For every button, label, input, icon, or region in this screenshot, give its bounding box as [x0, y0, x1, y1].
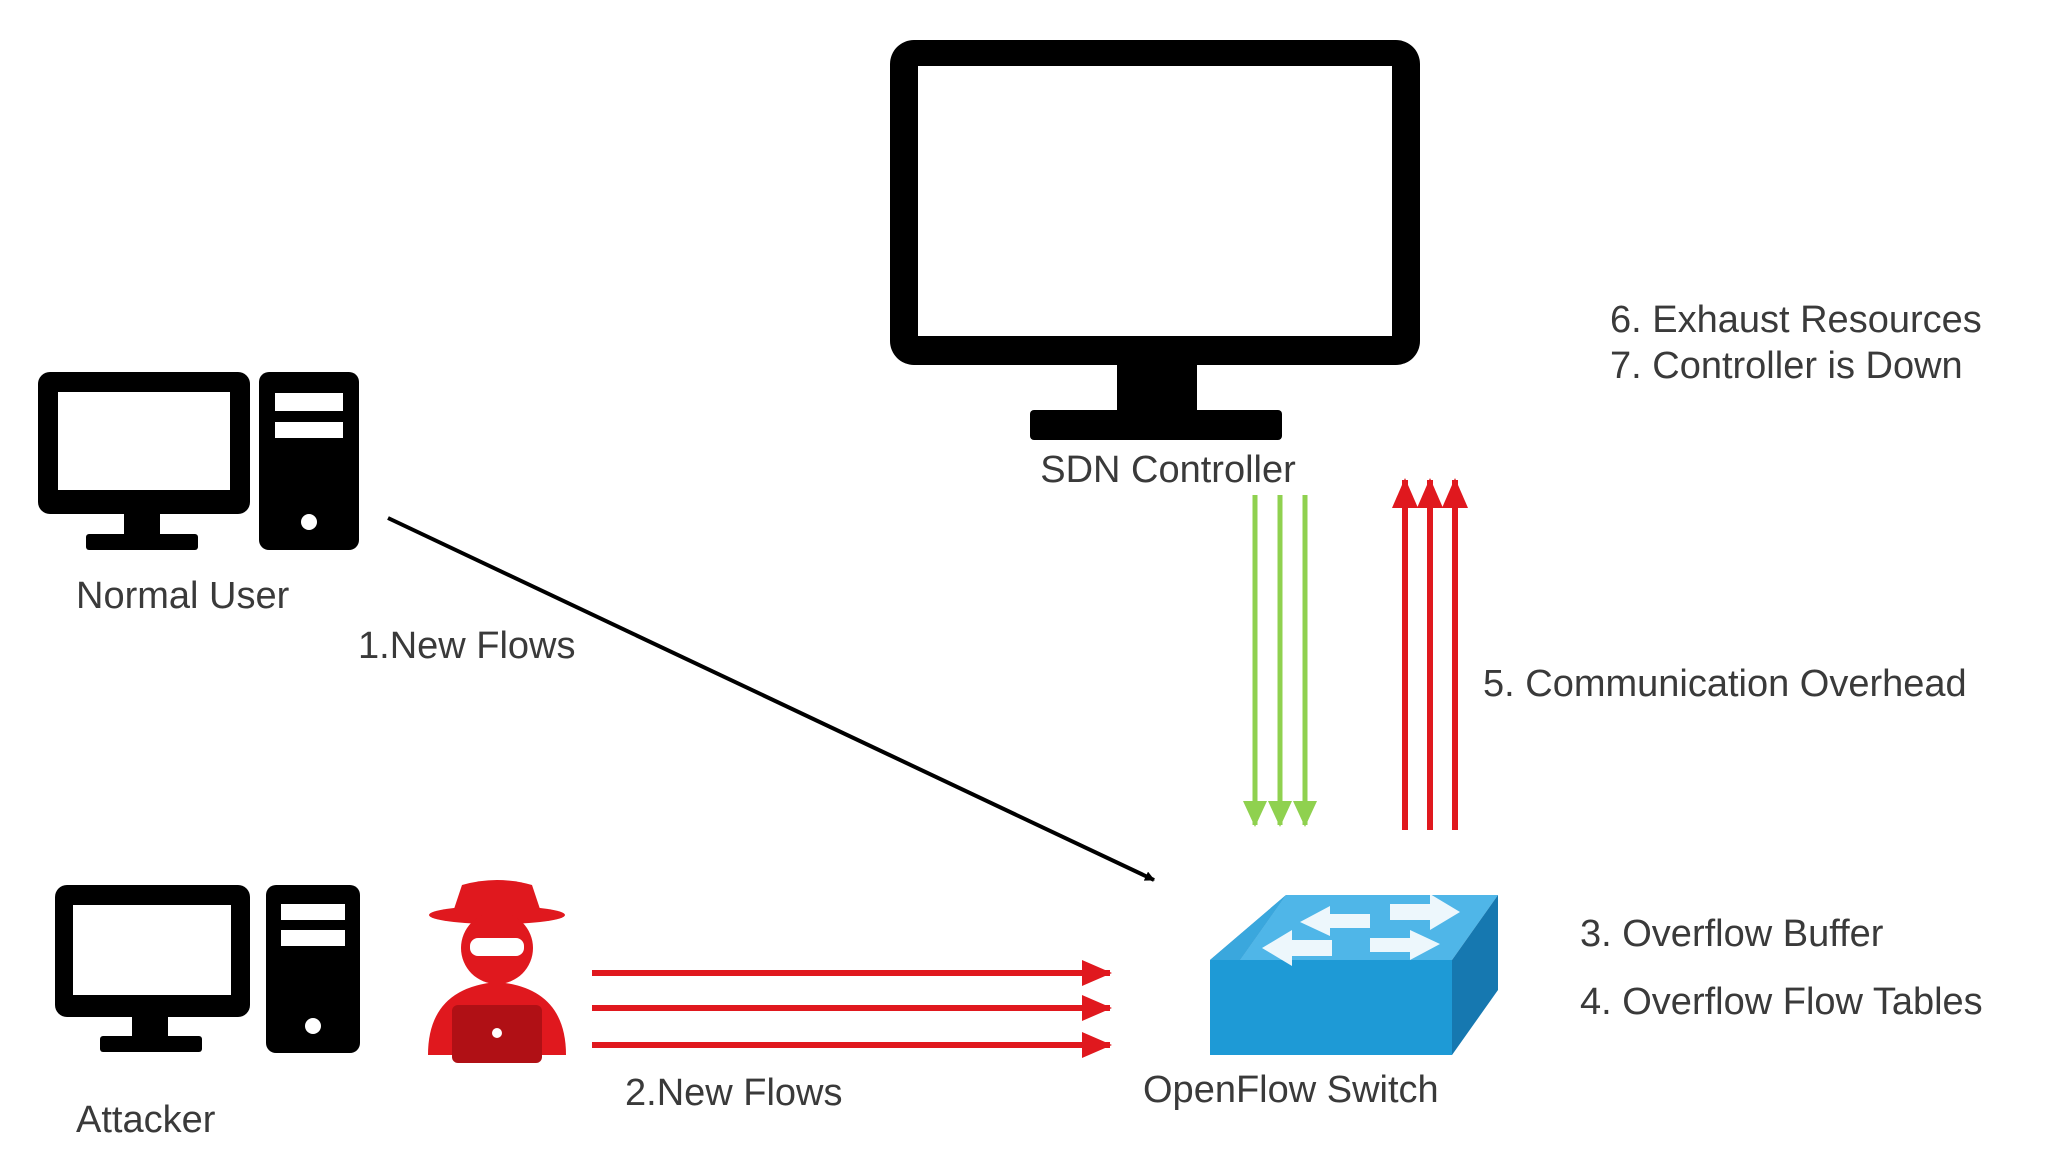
normal-user-label: Normal User	[76, 575, 290, 617]
overflow-buffer-label: 3. Overflow Buffer	[1580, 913, 1884, 955]
controller-response-arrows	[1243, 495, 1317, 827]
communication-overhead-label: 5. Communication Overhead	[1483, 663, 1967, 705]
openflow-switch-icon	[1210, 894, 1498, 1055]
controller-down-label: 7. Controller is Down	[1610, 345, 1963, 387]
attack-flow-arrows	[592, 960, 1112, 1058]
normal-flow-arrow	[387, 516, 1155, 882]
attacker-computer-icon	[55, 885, 360, 1053]
hacker-icon	[428, 880, 566, 1063]
sdn-controller-monitor-icon	[890, 40, 1420, 440]
new-flows-1-label: 1.New Flows	[358, 625, 576, 667]
new-flows-2-label: 2.New Flows	[625, 1072, 843, 1114]
packet-in-arrows	[1392, 478, 1468, 830]
attacker-label: Attacker	[76, 1099, 216, 1141]
openflow-switch-label: OpenFlow Switch	[1143, 1069, 1439, 1111]
sdn-controller-label: SDN Controller	[1040, 449, 1296, 491]
exhaust-resources-label: 6. Exhaust Resources	[1610, 299, 1982, 341]
normal-user-computer-icon	[38, 372, 359, 550]
overflow-tables-label: 4. Overflow Flow Tables	[1580, 981, 1983, 1023]
